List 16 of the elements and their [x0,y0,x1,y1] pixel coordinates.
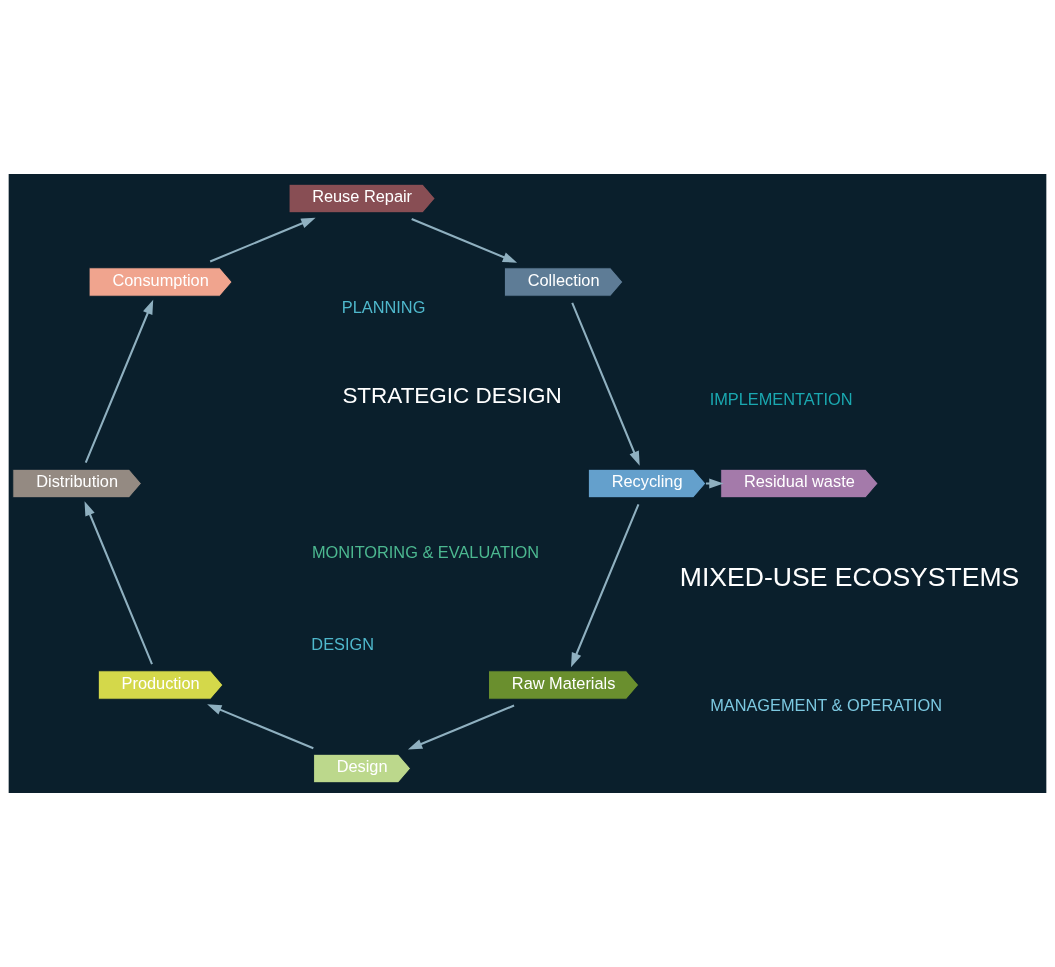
label: MANAGEMENT & OPERATION [710,696,943,715]
arrow [84,299,154,464]
arrow [411,218,518,263]
label: IMPLEMENTATION [709,389,853,408]
label: MIXED-USE ECOSYSTEMS [679,562,1020,593]
arrow [84,501,153,665]
arrow [571,503,640,668]
label: STRATEGIC DESIGN [342,383,562,409]
label: PLANNING [341,297,426,316]
arrow [705,478,724,489]
arrow [209,217,316,263]
label: DESIGN [311,634,375,653]
arrow [207,704,314,750]
label: MONITORING & EVALUATION [311,542,539,561]
arrow [407,704,515,750]
arrow [571,302,640,466]
